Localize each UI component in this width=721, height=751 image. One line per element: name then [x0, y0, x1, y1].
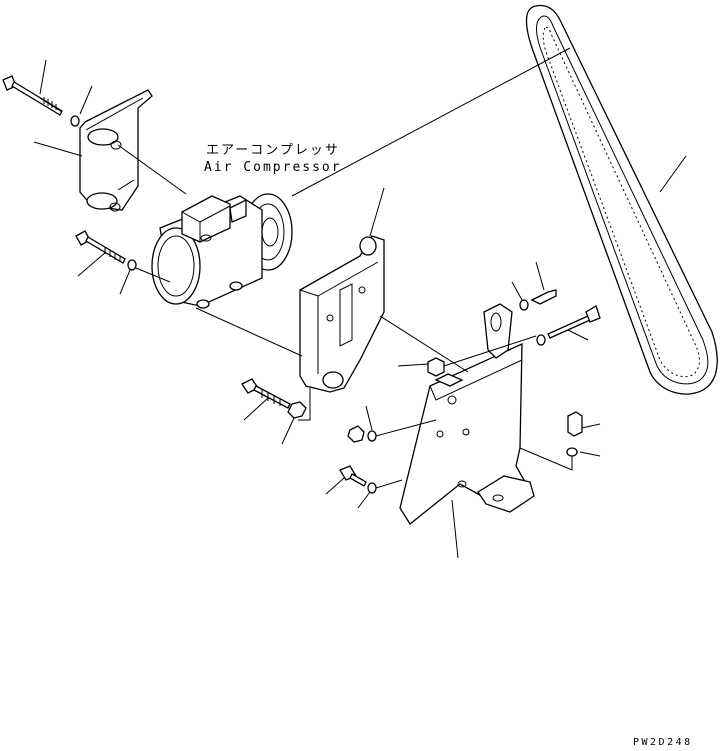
adjust-bracket: [299, 235, 385, 393]
washer-right-c: [566, 447, 578, 457]
nut-lower: [287, 401, 307, 419]
assembly-lines: [117, 47, 573, 489]
long-bolt-top: [2, 75, 63, 116]
front-bracket: [79, 89, 153, 212]
bolt-right-b: [547, 315, 591, 339]
bolt-right-c: [567, 411, 583, 437]
washer-small-b: [367, 482, 377, 494]
leader-lines: [33, 59, 687, 559]
bolt-right-a: [530, 289, 557, 305]
drawing-code: PW2D248: [633, 737, 693, 748]
air-compressor: [151, 193, 293, 309]
bolt-small-b-shank: [349, 473, 367, 487]
v-belt: [525, 4, 718, 395]
washer-small-a: [367, 430, 377, 442]
bolt-middle: [75, 230, 126, 264]
nut-plate: [427, 357, 445, 377]
bolt-right-b-head: [585, 305, 601, 323]
compressor-label-jp: エアーコンプレッサ: [206, 143, 340, 158]
washer-middle: [127, 259, 137, 271]
washer-right-b: [536, 334, 546, 346]
washer-right-a: [519, 299, 529, 311]
mounting-plate: [399, 303, 535, 525]
washer-top: [70, 115, 80, 127]
nut-small-a: [347, 425, 365, 443]
compressor-label-en: Air Compressor: [204, 160, 342, 175]
bolt-lower: [241, 378, 291, 409]
